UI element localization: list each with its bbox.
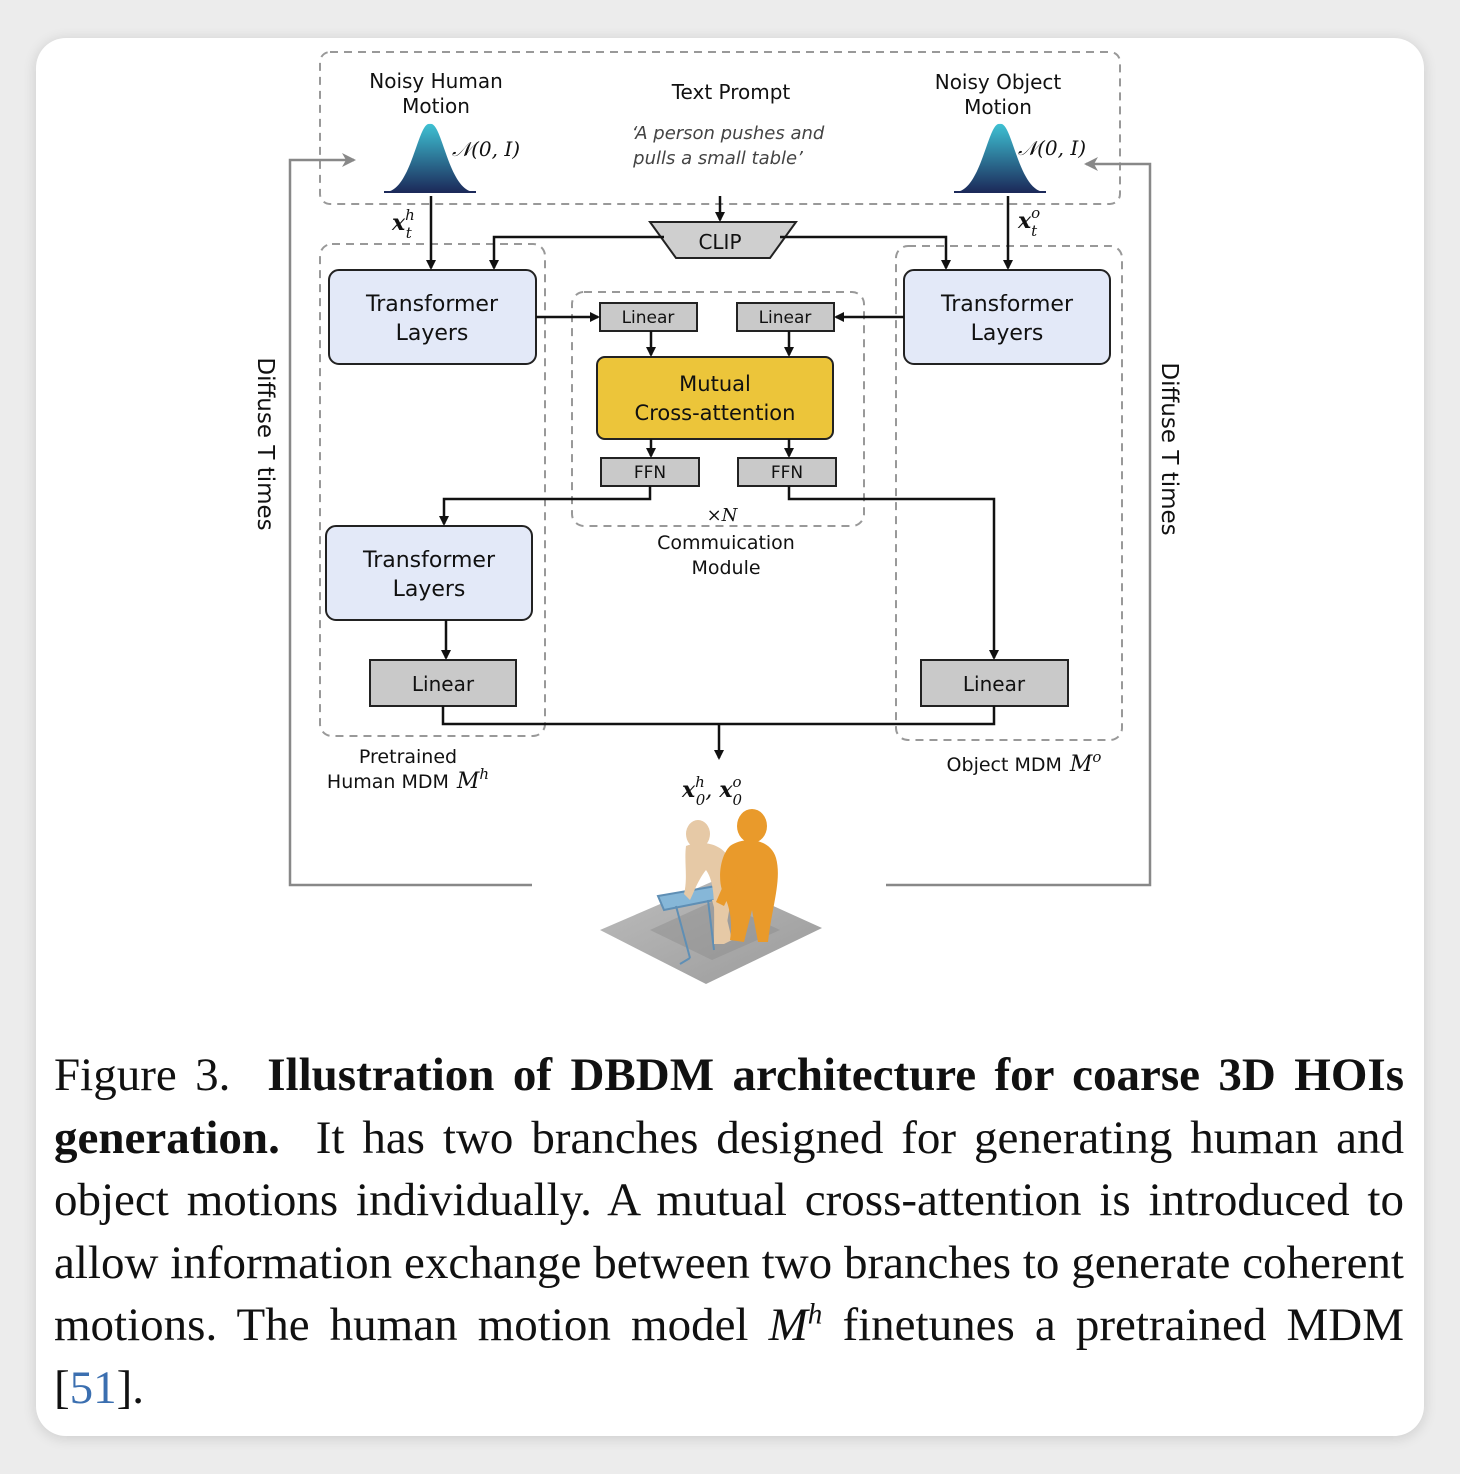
human-gaussian-label: 𝒩(0, I) bbox=[452, 137, 520, 161]
comm-module-label-1: Commuication bbox=[657, 532, 795, 554]
text-prompt-line-2: pulls a small table’ bbox=[632, 148, 803, 169]
comm-linear-left bbox=[599, 302, 698, 332]
object-transformer-top bbox=[903, 269, 1111, 365]
caption-title: Illustration of DBDM architecture for co… bbox=[54, 1049, 1404, 1164]
noisy-object-label-2: Motion bbox=[964, 95, 1032, 119]
human-transformer-top-label-2: Layers bbox=[396, 321, 469, 346]
comm-linear-right bbox=[736, 302, 835, 332]
cross-attention-label-1: Mutual bbox=[679, 372, 751, 396]
human-transformer-bottom-label-1: Transformer bbox=[362, 548, 496, 573]
ffn-right-label: FFN bbox=[771, 463, 803, 483]
text-prompt-title: Text Prompt bbox=[671, 80, 791, 104]
diffuse-label-left: Diffuse T times bbox=[252, 357, 278, 530]
citation-link[interactable]: 51 bbox=[69, 1361, 117, 1414]
arrow-clip-to-object bbox=[780, 235, 951, 270]
caption-model-sup: h bbox=[807, 1298, 823, 1331]
human-mdm-label-1: Pretrained bbox=[359, 746, 457, 768]
diffusion-loops bbox=[288, 153, 1152, 887]
mutual-cross-attention bbox=[596, 356, 834, 440]
human-linear-label: Linear bbox=[412, 672, 475, 696]
connector-arrows bbox=[426, 196, 1013, 760]
human-transformer-top bbox=[328, 269, 537, 365]
arrow-ffn-right-to-object bbox=[787, 486, 999, 660]
figure-caption: Figure 3. Illustration of DBDM architect… bbox=[54, 1044, 1404, 1419]
human-transformer-bottom bbox=[325, 525, 533, 621]
human-transformer-top-label-1: Transformer bbox=[365, 292, 499, 317]
hoi-render-image bbox=[600, 809, 822, 984]
comm-linear-left-label: Linear bbox=[622, 308, 675, 328]
ffn-left bbox=[600, 457, 700, 487]
loop-left bbox=[288, 153, 532, 887]
caption-model-symbol: M bbox=[768, 1299, 808, 1351]
line-human-linear-to-merge bbox=[441, 706, 996, 726]
clip-encoder bbox=[648, 221, 798, 259]
comm-linear-right-label: Linear bbox=[759, 308, 812, 328]
object-transformer-top-label-1: Transformer bbox=[940, 292, 1074, 317]
text-prompt-line-1: ‘A person pushes and bbox=[632, 123, 825, 144]
caption-body-2: finetunes a pretrained MDM [ bbox=[54, 1299, 1404, 1414]
object-gaussian-icon bbox=[956, 123, 1044, 192]
ffn-left-label: FFN bbox=[634, 463, 666, 483]
clip-label: CLIP bbox=[698, 230, 741, 254]
loop-right bbox=[886, 157, 1152, 887]
object-linear-label: Linear bbox=[963, 672, 1026, 696]
comm-module-label-2: Module bbox=[691, 557, 760, 579]
noisy-object-label-1: Noisy Object bbox=[935, 70, 1062, 94]
human-linear bbox=[369, 659, 517, 707]
arrow-clip-to-human bbox=[489, 235, 664, 270]
caption-body-1: It has two branches designed for generat… bbox=[54, 1111, 1405, 1352]
caption-body-3: ]. bbox=[116, 1361, 145, 1414]
arrow-ffn-left-to-human bbox=[439, 486, 652, 526]
orange-human bbox=[716, 809, 778, 942]
cross-attention-label-2: Cross-attention bbox=[635, 401, 796, 425]
object-linear bbox=[920, 659, 1069, 707]
human-gaussian-icon bbox=[386, 123, 474, 192]
object-transformer-top-label-2: Layers bbox=[971, 321, 1044, 346]
repeat-n-label: ×N bbox=[707, 505, 739, 526]
ffn-right bbox=[737, 457, 837, 487]
figure-card bbox=[36, 38, 1424, 1436]
noisy-human-label-1: Noisy Human bbox=[369, 69, 503, 93]
diffuse-label-right: Diffuse T times bbox=[1156, 362, 1182, 535]
communication-module-box bbox=[571, 291, 865, 527]
human-mdm-group-box bbox=[319, 243, 546, 737]
caption-figure-label: Figure 3. bbox=[54, 1049, 231, 1101]
object-gaussian-label: 𝒩(0, I) bbox=[1018, 136, 1086, 160]
human-transformer-bottom-label-2: Layers bbox=[393, 577, 466, 602]
architecture-diagram: Noisy Human Motion Text Prompt ‘A person… bbox=[252, 51, 1182, 984]
noisy-human-label-2: Motion bbox=[402, 94, 470, 118]
